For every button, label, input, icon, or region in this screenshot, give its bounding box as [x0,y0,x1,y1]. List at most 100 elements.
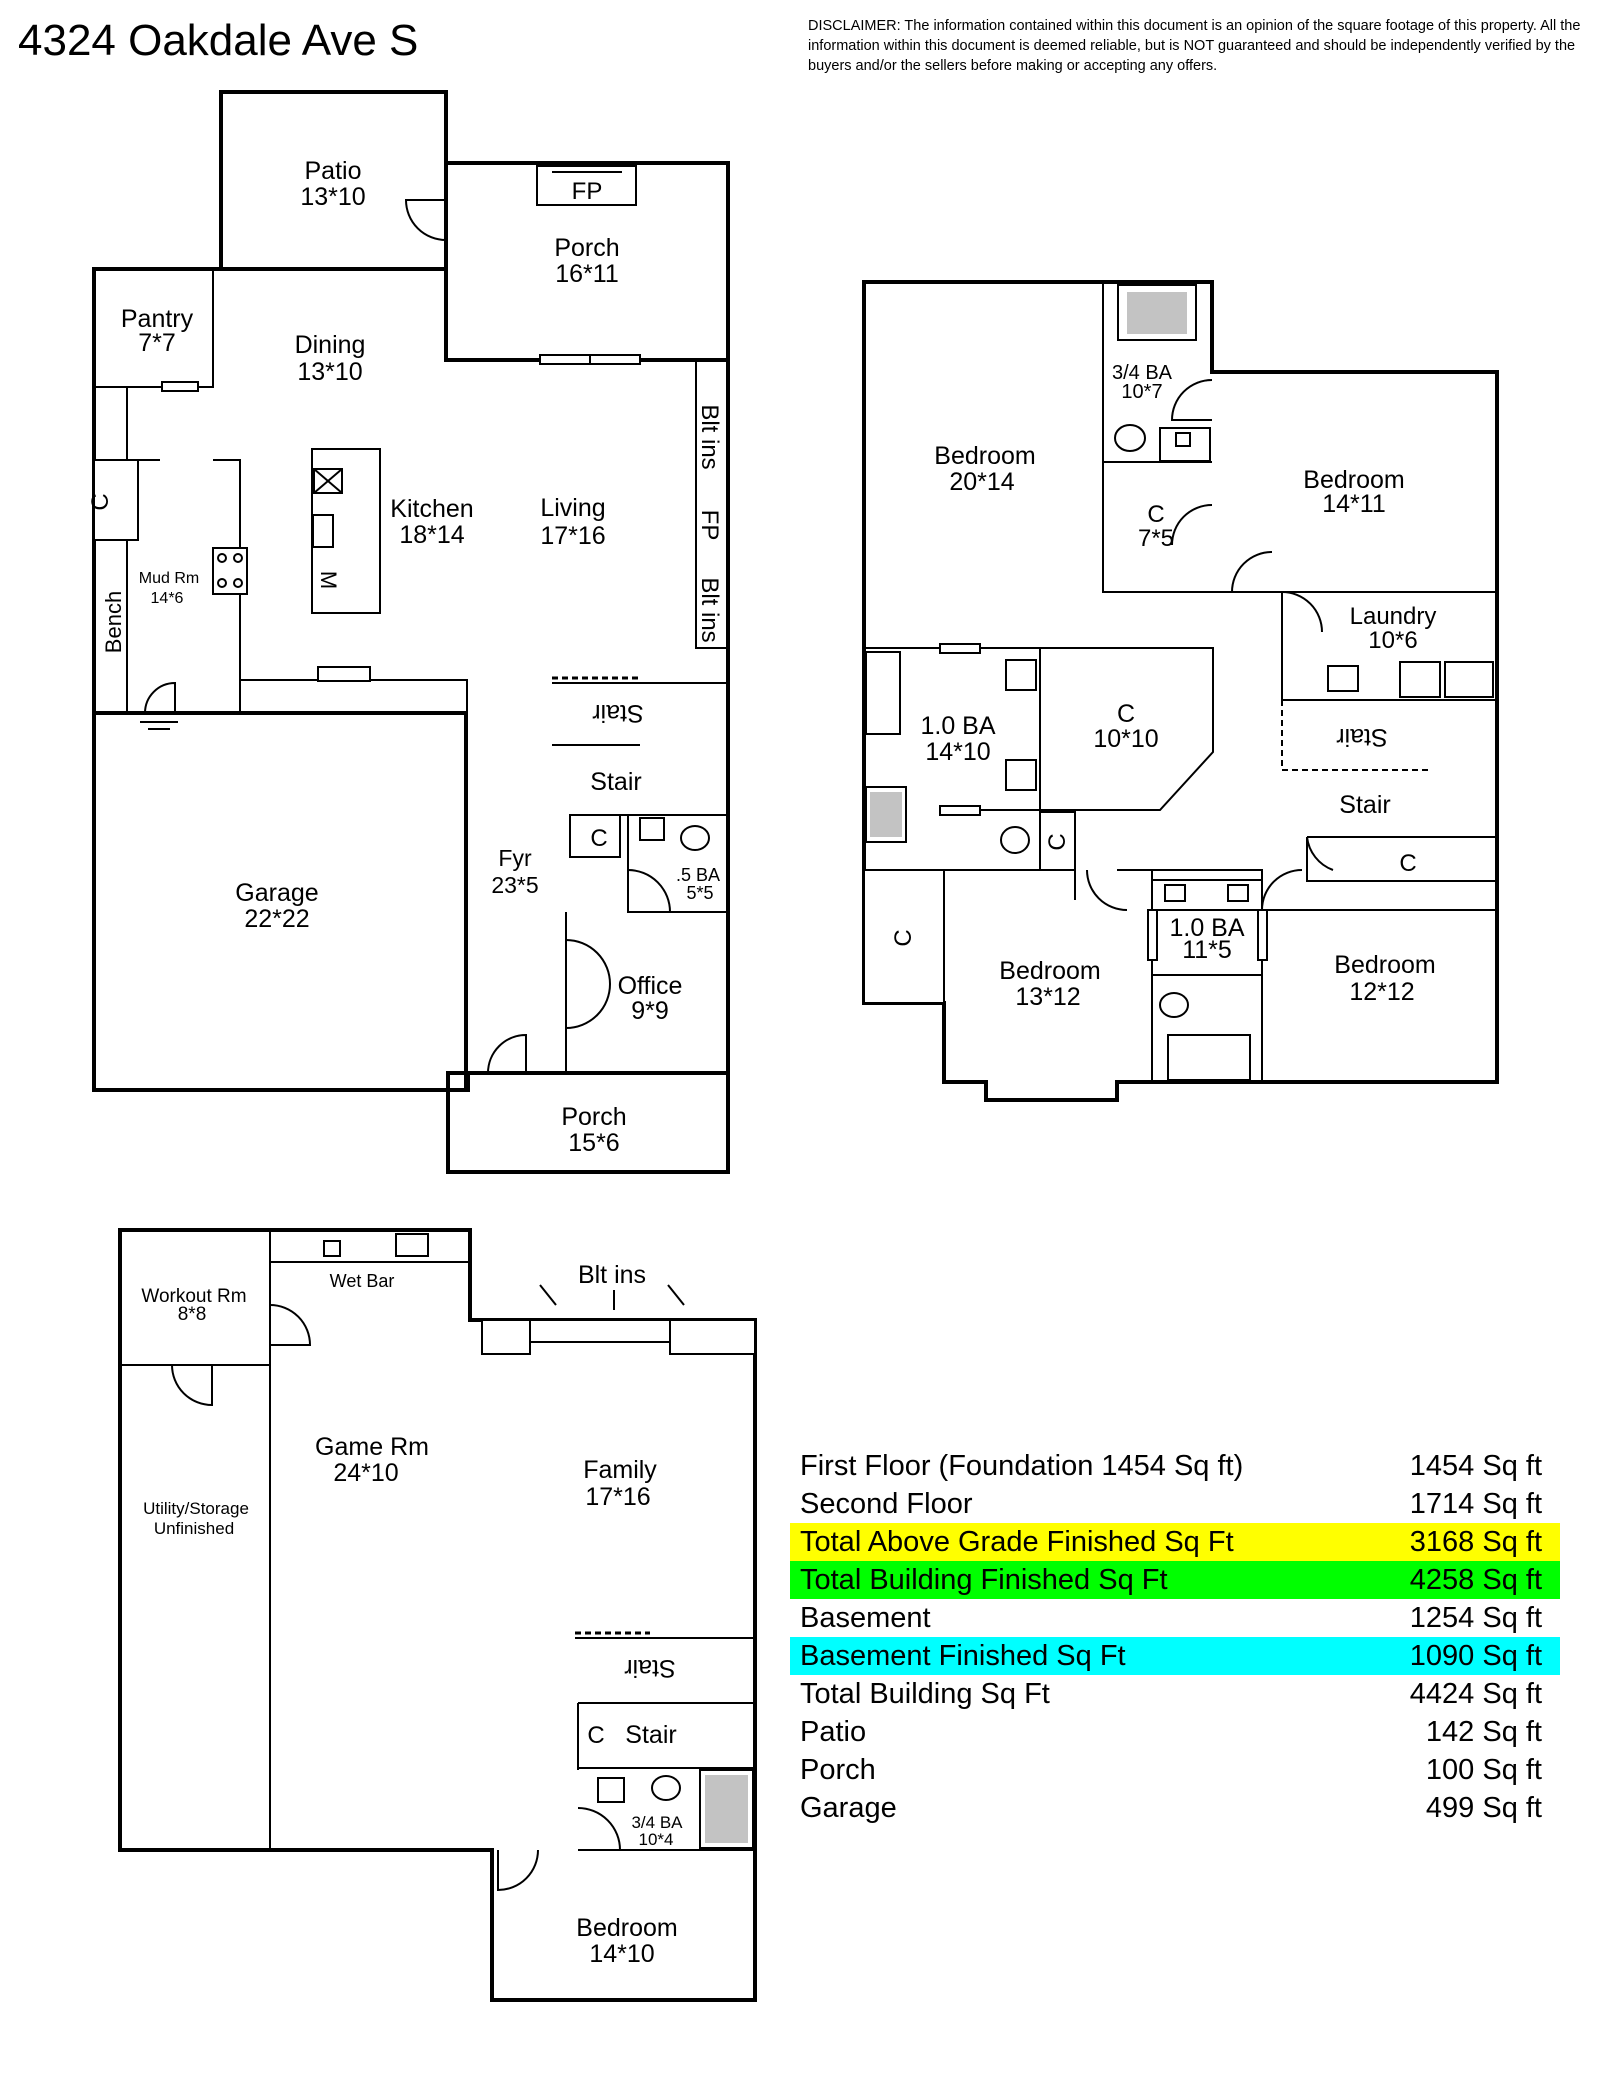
summary-row-value: 4424 Sq ft [1409,1678,1542,1710]
summary-row-label: Total Building Finished Sq Ft [800,1564,1168,1596]
pantry-dim: 7*7 [138,329,176,357]
garage-dim: 22*22 [244,905,309,933]
summary-row-label: Garage [800,1792,897,1824]
summary-row: Total Building Sq Ft 4424 Sq ft [790,1675,1560,1713]
summary-row: Basement Finished Sq Ft 1090 Sq ft [790,1637,1560,1675]
summary-row-value: 1254 Sq ft [1409,1602,1542,1634]
patio-label: Patio [305,157,362,185]
basement-bedroom-dim: 14*10 [589,1940,654,1968]
dining-dim: 13*10 [297,358,362,386]
fireplace-label: FP [572,178,603,205]
living-fireplace-label: FP [696,510,723,541]
basement-stair-label: Stair [625,1721,676,1749]
basement-plan [118,1228,757,2002]
summary-row-label: Basement [800,1602,931,1634]
bath-b-dim: 11*5 [1182,936,1232,964]
bedroom-a-dim: 20*14 [949,468,1014,496]
closet-b-dim: 10*10 [1093,725,1158,753]
garage-label: Garage [235,879,318,907]
stair-label: Stair [590,768,641,796]
summary-row: First Floor (Foundation 1454 Sq ft) 1454 … [790,1447,1560,1485]
stair-label-reversed: Stair [592,699,643,727]
closet-b-label: C [1117,700,1135,728]
bedroom-d-dim: 12*12 [1349,978,1414,1006]
basement-closet-label: C [587,1722,604,1749]
first-floor-plan [92,90,730,1174]
summary-row-value: 3168 Sq ft [1409,1526,1542,1558]
bedroom-b-label: Bedroom [1303,466,1404,494]
bedroom-c-dim: 13*12 [1015,983,1080,1011]
summary-row-label: Porch [800,1754,876,1786]
bathtub-upper [865,651,901,735]
game-room-label: Game Rm [315,1433,429,1461]
bedroom-d-label: Bedroom [1334,951,1435,979]
closet-first-floor [93,459,139,541]
summary-row-label: Total Building Sq Ft [800,1678,1050,1710]
ba34-basement-label: 3/4 BA [631,1813,683,1832]
summary-row-label: Basement Finished Sq Ft [800,1640,1126,1672]
disclaimer-text: DISCLAIMER: The information contained wi… [808,18,1581,74]
basement-stair-reversed: Stair [624,1654,675,1682]
utility-label: Utility/Storage [143,1499,249,1518]
closet-a-dim: 7*5 [1138,525,1174,552]
basement-bedroom-label: Bedroom [576,1914,677,1942]
square-footage-summary: First Floor (Foundation 1454 Sq ft) 1454 … [790,1447,1560,1827]
summary-row-value: 1090 Sq ft [1409,1640,1542,1672]
foyer-label: Fyr [498,845,532,871]
closet-c-label: C [1399,850,1416,877]
built-ins-label-2: Blt ins [696,577,723,642]
ba34-upper-dim: 10*7 [1121,381,1162,403]
living-label: Living [540,494,605,522]
garage-outline [92,711,468,1092]
back-porch-dim: 16*11 [555,260,619,288]
summary-row-label: First Floor (Foundation 1454 Sq ft) [800,1450,1244,1482]
foyer-dim: 23*5 [491,872,538,898]
ba34-upper-label: 3/4 BA [1112,362,1173,384]
bedroom-c-label: Bedroom [999,957,1100,985]
family-label: Family [583,1456,657,1484]
closet-a-label: C [1147,501,1164,528]
fyr-closet-label: C [590,825,607,852]
front-porch-label: Porch [561,1103,626,1131]
closet-d-label: C [1044,833,1071,850]
wet-bar-label: Wet Bar [330,1271,395,1291]
bath-b-label: 1.0 BA [1169,914,1244,942]
stair-upper-reversed: Stair [1336,723,1387,751]
basement-built-ins-label: Blt ins [578,1261,646,1289]
half-bath-sink [639,817,665,841]
summary-row: Basement 1254 Sq ft [790,1599,1560,1637]
front-porch-dim: 15*6 [568,1129,619,1157]
utility-dim: Unfinished [154,1519,234,1538]
closet-label: C [87,493,114,510]
patio-dim: 13*10 [300,183,365,211]
summary-row-value: 1454 Sq ft [1409,1450,1542,1482]
workout-dim: 8*8 [178,1304,207,1325]
dining-label: Dining [295,331,366,359]
summary-row-label: Patio [800,1716,867,1748]
stair-upper-label: Stair [1339,791,1390,819]
half-bath-toilet [680,825,710,851]
page-title: 4324 Oakdale Ave S [18,16,419,65]
back-porch-label: Porch [554,234,619,262]
bench-label: Bench [101,591,126,653]
summary-row-value: 1714 Sq ft [1409,1488,1542,1520]
closet-e-label: C [890,929,917,946]
built-ins-label-1: Blt ins [696,404,723,469]
half-bath-dim: 5*5 [686,883,713,903]
bathtub-lower [1167,1034,1251,1081]
kitchen-label: Kitchen [390,495,473,523]
second-floor-plan [862,280,1499,1102]
half-bath-label: .5 BA [676,865,720,885]
summary-row-value: 100 Sq ft [1425,1754,1542,1786]
family-dim: 17*16 [585,1483,650,1511]
bedroom-b-dim: 14*11 [1322,490,1386,518]
mud-room-label: Mud Rm [139,570,199,587]
office-dim: 9*9 [631,997,669,1025]
laundry-dim: 10*6 [1368,627,1417,654]
kitchen-sink [317,666,371,682]
